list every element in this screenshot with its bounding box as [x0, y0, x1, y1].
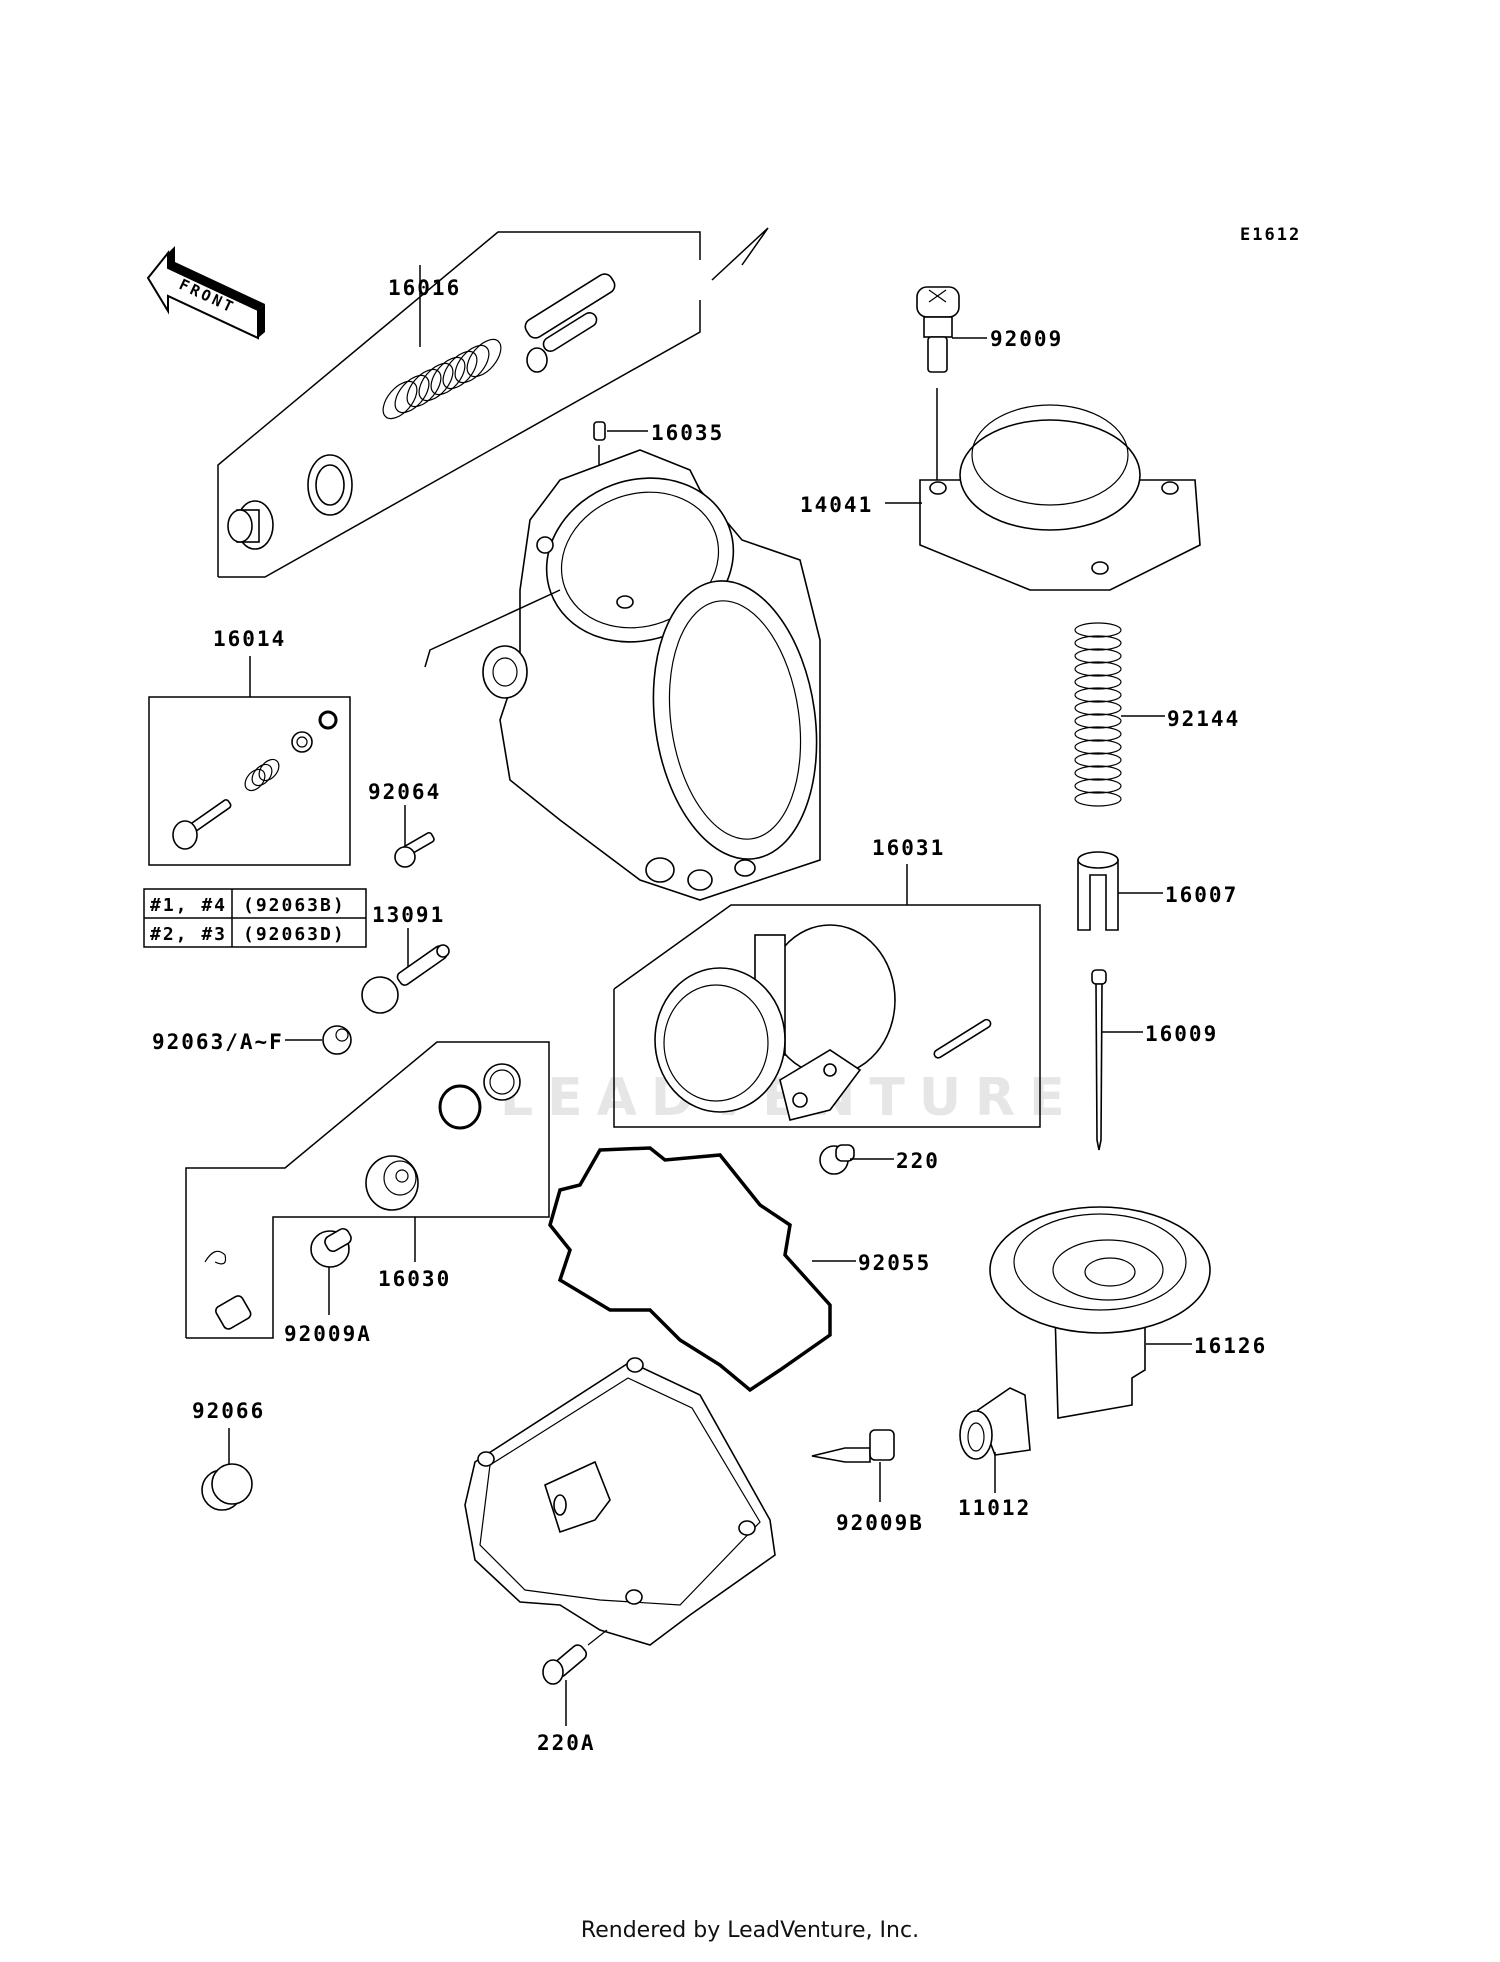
footer-credit: Rendered by LeadVenture, Inc. [580, 1918, 920, 1943]
float-bowl [464, 1357, 776, 1646]
front-arrow-icon: FRONT [146, 246, 265, 340]
callout-92144[interactable]: 92144 [1167, 707, 1240, 731]
part-16030-group[interactable] [185, 1041, 550, 1339]
part-220[interactable] [819, 1144, 894, 1175]
part-92009B[interactable] [811, 1429, 895, 1502]
callout-14041[interactable]: 14041 [800, 493, 873, 517]
part-11012[interactable] [959, 1387, 1031, 1493]
part-92009[interactable] [916, 286, 987, 488]
callout-16007[interactable]: 16007 [1165, 883, 1238, 907]
callout-92064[interactable]: 92064 [368, 780, 441, 804]
callout-92009A[interactable]: 92009A [284, 1322, 372, 1346]
callout-92066[interactable]: 92066 [192, 1399, 265, 1423]
callout-16016[interactable]: 16016 [388, 276, 461, 300]
part-92066[interactable] [201, 1428, 253, 1511]
callout-16126[interactable]: 16126 [1194, 1334, 1267, 1358]
callout-16031[interactable]: 16031 [872, 836, 945, 860]
part-92144[interactable] [1074, 622, 1165, 807]
jet-table-part-2: (92063D) [243, 924, 346, 945]
jet-table: #1, #4 (92063B) #2, #3 (92063D) [143, 888, 367, 948]
part-16126[interactable] [989, 1206, 1211, 1419]
callout-220A[interactable]: 220A [537, 1731, 596, 1755]
part-16016-group[interactable] [217, 227, 769, 578]
part-92063[interactable] [285, 1025, 352, 1055]
jet-table-cyl-1: #1, #4 [150, 895, 227, 916]
jet-table-cyl-2: #2, #3 [150, 924, 227, 945]
callout-92063[interactable]: 92063/A~F [152, 1030, 284, 1054]
callout-16014[interactable]: 16014 [213, 627, 286, 651]
part-13091[interactable] [361, 928, 450, 1014]
carburetor-body [424, 449, 821, 901]
callout-92009[interactable]: 92009 [990, 327, 1063, 351]
part-16009[interactable] [1091, 969, 1143, 1151]
part-92064[interactable] [394, 805, 435, 868]
part-14041[interactable] [885, 404, 1201, 591]
part-16031-group[interactable] [613, 864, 1041, 1128]
callout-92009B[interactable]: 92009B [836, 1511, 924, 1535]
callout-16009[interactable]: 16009 [1145, 1022, 1218, 1046]
jet-table-part-1: (92063B) [243, 895, 346, 916]
diagram-code: E1612 [1240, 225, 1301, 245]
part-92055[interactable] [548, 1146, 856, 1393]
callout-13091[interactable]: 13091 [372, 903, 445, 927]
callout-16035[interactable]: 16035 [651, 421, 724, 445]
callout-92055[interactable]: 92055 [858, 1251, 931, 1275]
part-16007[interactable] [1077, 851, 1163, 931]
part-16014-group[interactable] [148, 656, 351, 866]
part-92009A[interactable] [310, 1227, 353, 1315]
callout-220[interactable]: 220 [896, 1149, 940, 1173]
callout-11012[interactable]: 11012 [958, 1496, 1031, 1520]
part-220A[interactable] [542, 1629, 608, 1726]
callout-16030[interactable]: 16030 [378, 1267, 451, 1291]
